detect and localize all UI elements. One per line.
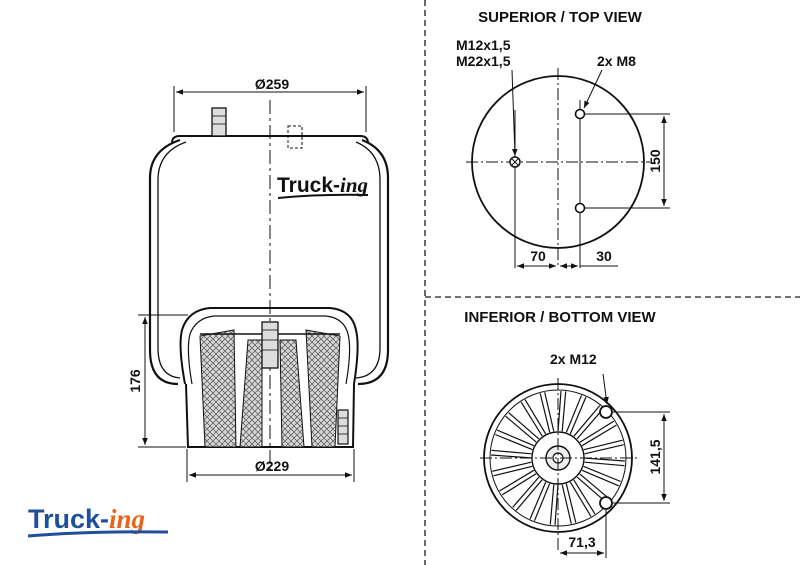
piston-hatch-right [305,329,341,448]
rib-line [573,405,601,437]
bottom-ribs [491,391,625,525]
bellow-outer [148,138,390,386]
piston-hatch-mid2 [279,339,305,448]
rib-line [493,465,533,477]
side-view: Ø259 176 Ø229 Truck-ing [127,76,390,482]
bottom-bolt-hole-1 [599,405,613,419]
rib-line [561,484,572,524]
rib-line [499,469,535,492]
rib-line [584,457,625,462]
bottom-stud [337,409,349,445]
logo-swoosh [27,530,169,538]
rib-line [529,481,547,520]
rib-line [495,433,533,451]
bottom-view: INFERIOR / BOTTOM VIEW 2x M12 141,5 71,3 [464,309,670,558]
rib-line [512,476,540,508]
rib-line [539,393,551,433]
top-bolt-label: 2x M8 [597,53,636,69]
piston-rim [179,307,359,385]
rib-line [581,469,620,487]
svg-text:Truck-ing: Truck-ing [277,173,368,197]
rib-line [584,461,625,467]
rib-line [576,408,604,440]
rib-line [549,484,555,525]
bottom-bolt-hole-2 [599,496,613,510]
rib-line [501,473,537,496]
rib-line [573,479,596,515]
rib-line [565,483,577,523]
rib-line [508,412,540,440]
rib-line [565,395,583,433]
rib-line [492,461,532,472]
rib-line [579,473,611,501]
top-bolt-hole-1 [574,108,586,120]
dim-height: 176 [127,369,143,393]
rib-line [569,396,587,435]
bottom-bolt-label: 2x M12 [550,351,597,367]
brand-logo: Truck-ing [27,504,169,538]
rib-line [533,483,551,521]
bottom-view-title: INFERIOR / BOTTOM VIEW [464,309,656,326]
rib-line [496,429,535,447]
rib-line [515,479,543,511]
center-bolt [261,321,279,369]
rib-line [505,415,537,443]
bottom-dim-bolt-spacing: 141,5 [647,439,663,474]
view-dividers [424,0,800,565]
rib-line [554,484,559,525]
bottom-dim-offset: 71,3 [568,534,595,550]
top-dim-offset-center: 70 [530,248,546,264]
rib-line [557,391,562,432]
rib-line [569,481,592,517]
dim-top-diameter: Ø259 [255,76,289,92]
rib-line [544,392,555,432]
rib-line [491,449,532,455]
svg-text:Truck-ing: Truck-ing [28,504,145,534]
top-dim-bolt-spacing: 150 [647,149,663,173]
top-dim-offset-bolt: 30 [596,248,612,264]
rib-line [524,399,547,435]
piston-body [185,383,355,448]
top-thread-label-1: M12x1,5 [456,37,511,53]
bellow-inner [157,141,381,379]
piston-hatch-mid [239,339,263,448]
top-thread-label-2: M22x1,5 [456,53,511,69]
top-view-title: SUPERIOR / TOP VIEW [478,9,642,26]
rib-line [579,420,615,443]
rib-line [583,439,623,451]
rib-line [491,454,532,459]
rib-line [520,401,543,437]
rib-line [581,424,617,447]
piston-hatch-left [199,329,237,448]
top-bolt-hole-2 [574,202,586,214]
rib-line [561,391,567,432]
top-stud [211,107,227,137]
rib-line [584,444,624,455]
top-view: SUPERIOR / TOP VIEW M12x1,5 M22x1,5 2x M… [456,9,670,269]
rib-line [583,465,621,483]
dim-bottom-diameter: Ø229 [255,458,289,474]
bellow-brand-mark: Truck-ing [277,173,368,199]
air-fitting [287,125,303,149]
